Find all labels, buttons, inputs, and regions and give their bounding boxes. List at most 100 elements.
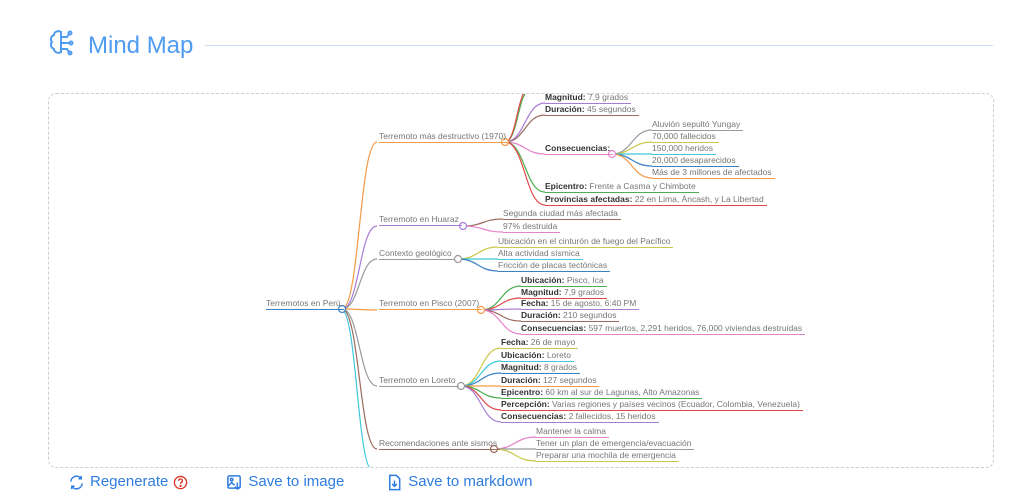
connector: [341, 258, 378, 310]
connector: [611, 153, 653, 179]
node-text: 2 fallecidos, 15 heridos: [566, 411, 656, 421]
node-text: 60 km al sur de Lagunas, Alto Amazonas: [543, 387, 700, 397]
node-text: 7,9 grados: [561, 287, 605, 297]
collapse-toggle[interactable]: [458, 221, 468, 231]
connector: [341, 141, 378, 310]
node-label: Magnitud:: [501, 362, 542, 372]
connector: [480, 309, 522, 322]
leaf-node[interactable]: 70,000 fallecidos: [652, 131, 719, 143]
node-text: Varias regiones y países vecinos (Ecuado…: [549, 399, 800, 409]
leaf-node[interactable]: Fricción de placas tectónicas: [498, 260, 611, 272]
branch-node[interactable]: Terremoto en Loreto: [379, 375, 459, 387]
leaf-node[interactable]: Duración: 45 segundos: [545, 104, 639, 116]
leaf-node[interactable]: Magnitud: 8 grados: [501, 362, 581, 374]
connector: [493, 436, 537, 450]
leaf-node[interactable]: Más de 3 millones de afectados: [652, 167, 775, 179]
connector: [462, 218, 504, 227]
connector: [462, 225, 504, 233]
leaf-node[interactable]: Consecuencias: 2 fallecidos, 15 heridos: [501, 411, 659, 423]
action-bar: Regenerate Save to image Save to markdow…: [68, 472, 533, 492]
node-label: Duración:: [501, 375, 541, 385]
node-text: Terremoto en Pisco (2007): [379, 298, 480, 308]
leaf-node[interactable]: Ubicación: Pisco, Ica: [521, 275, 607, 287]
mind-map-canvas[interactable]: Terremotos en Perú Terremoto más destruct…: [48, 93, 994, 468]
leaf-node[interactable]: Preparar una mochila de emergencia: [536, 450, 679, 462]
branch-node[interactable]: Contexto geológico: [379, 248, 455, 260]
node-text: Frente a Casma y Chimbote: [587, 181, 696, 191]
node-text: Terremoto más destructivo (1970): [379, 131, 507, 141]
node-text: Ubicación en el cinturón de fuego del Pa…: [498, 236, 671, 246]
connector: [457, 246, 499, 260]
branch-node[interactable]: Terremoto más destructivo (1970): [379, 131, 510, 143]
divider: [205, 45, 993, 46]
connector: [341, 308, 378, 387]
leaf-node[interactable]: Alta actividad sísmica: [498, 248, 583, 260]
node-text: Contexto geológico: [379, 248, 452, 258]
node-text: Pisco, Ica: [564, 275, 604, 285]
regenerate-button[interactable]: Regenerate: [68, 473, 188, 491]
leaf-node[interactable]: Consecuencias: 597 muertos, 2,291 herido…: [521, 323, 806, 335]
leaf-node[interactable]: Mantener la calma: [536, 426, 609, 438]
leaf-node[interactable]: Epicentro: Frente a Casma y Chimbote: [545, 181, 699, 193]
node-text: Alta actividad sísmica: [498, 248, 580, 258]
branch-node[interactable]: Terremoto en Pisco (2007): [379, 298, 483, 310]
connector: [341, 308, 378, 450]
leaf-node[interactable]: Fecha: 26 de mayo: [501, 337, 579, 349]
save-image-button[interactable]: Save to image: [226, 473, 344, 491]
connector: [480, 309, 522, 335]
mind-map: Terremotos en Perú Terremoto más destruct…: [49, 93, 993, 467]
node-text: Fricción de placas tectónicas: [498, 260, 608, 270]
branch-node[interactable]: Recomendaciones ante sismos: [379, 438, 501, 450]
branch-node[interactable]: Terremoto en Huaraz: [379, 214, 462, 226]
root-node[interactable]: Terremotos en Perú: [266, 298, 344, 310]
node-label: Duración:: [545, 104, 585, 114]
leaf-node[interactable]: Fecha: 15 de agosto, 6:40 PM: [521, 298, 640, 310]
leaf-node[interactable]: Ubicación en el cinturón de fuego del Pa…: [498, 236, 674, 248]
node-text: 20,000 desaparecidos: [652, 155, 736, 165]
node-text: 210 segundos: [560, 310, 617, 320]
node-label: Provincias afectadas:: [545, 194, 633, 204]
leaf-node[interactable]: Epicentro: 60 km al sur de Lagunas, Alto…: [501, 387, 703, 399]
leaf-node[interactable]: Provincias afectadas: 22 en Lima, Áncash…: [545, 194, 767, 206]
node-text: Terremotos en Perú: [266, 298, 341, 308]
leaf-node[interactable]: Consecuencias:: [545, 143, 614, 155]
leaf-node[interactable]: Duración: 127 segundos: [501, 375, 600, 387]
collapse-toggle[interactable]: [476, 305, 486, 315]
leaf-node[interactable]: 97% destruida: [503, 221, 561, 233]
node-label: Magnitud:: [521, 287, 562, 297]
leaf-node[interactable]: Magnitud: 7,9 grados: [521, 287, 608, 299]
collapse-toggle[interactable]: [453, 254, 463, 264]
leaf-node[interactable]: Percepción: Varias regiones y países vec…: [501, 399, 803, 411]
node-label: Consecuencias:: [521, 323, 587, 333]
leaf-node[interactable]: Aluvión sepultó Yungay: [652, 119, 744, 131]
image-download-icon: [227, 474, 242, 490]
collapse-toggle[interactable]: [456, 381, 466, 391]
node-text: 45 segundos: [584, 104, 636, 114]
node-text: Aluvión sepultó Yungay: [652, 119, 741, 129]
leaf-node[interactable]: Magnitud: 7,9 grados: [545, 93, 632, 104]
save-markdown-button[interactable]: Save to markdown: [386, 473, 533, 491]
file-download-icon: [389, 474, 401, 490]
regenerate-label: Regenerate: [90, 473, 169, 490]
node-text: 597 muertos, 2,291 heridos, 76,000 vivie…: [586, 323, 803, 333]
connector: [460, 385, 502, 423]
brain-icon: [48, 28, 76, 63]
leaf-node[interactable]: Segunda ciudad más afectada: [503, 208, 621, 220]
node-label: Consecuencias:: [501, 411, 567, 421]
node-label: Consecuencias:: [545, 143, 611, 153]
node-text: Terremoto en Loreto: [379, 375, 456, 385]
node-text: 7,9 grados: [585, 93, 629, 102]
help-icon[interactable]: [173, 475, 188, 490]
leaf-node[interactable]: 150,000 heridos: [652, 143, 716, 155]
connector-lines: [337, 94, 653, 467]
leaf-node[interactable]: Tener un plan de emergencia/evacuación: [536, 438, 695, 450]
connector: [341, 308, 378, 311]
node-text: 70,000 fallecidos: [652, 131, 716, 141]
connector: [611, 141, 653, 155]
node-label: Ubicación:: [521, 275, 565, 285]
leaf-node[interactable]: Duración: 210 segundos: [521, 310, 620, 322]
leaf-node[interactable]: Ubicación: Loreto: [501, 350, 574, 362]
leaf-node[interactable]: 20,000 desaparecidos: [652, 155, 739, 167]
node-text: 8 grados: [541, 362, 578, 372]
save-markdown-label: Save to markdown: [408, 473, 533, 490]
